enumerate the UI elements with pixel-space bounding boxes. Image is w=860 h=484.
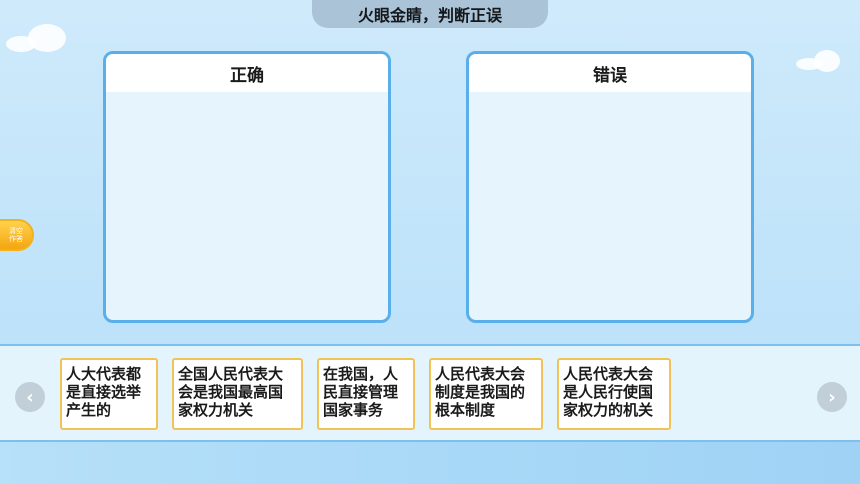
correct-panel-header: 正确 <box>106 54 388 92</box>
wrong-panel-body[interactable] <box>469 92 751 320</box>
cloud-left-decoration-2 <box>28 24 66 52</box>
clear-button-label-line2: 作答 <box>9 235 23 243</box>
statement-card-2[interactable]: 全国人民代表大会是我国最高国家权力机关 <box>172 358 303 430</box>
statement-card-1[interactable]: 人大代表都是直接选举产生的 <box>60 358 158 430</box>
wrong-panel-title: 错误 <box>593 65 627 86</box>
statement-card-3[interactable]: 在我国，人民直接管理国家事务 <box>317 358 415 430</box>
statement-card-text: 人民代表大会制度是我国的根本制度 <box>435 365 526 419</box>
correct-panel-title: 正确 <box>230 65 264 86</box>
statement-card-text: 人民代表大会是人民行使国家权力的机关 <box>563 365 654 419</box>
correct-drop-zone[interactable]: 正确 <box>103 51 391 323</box>
wrong-drop-zone[interactable]: 错误 <box>466 51 754 323</box>
cloud-right-decoration-2 <box>814 50 840 72</box>
statement-card-text: 人大代表都是直接选举产生的 <box>66 365 142 419</box>
bottom-band-decoration <box>0 442 860 484</box>
correct-panel-body[interactable] <box>106 92 388 320</box>
statement-card-4[interactable]: 人民代表大会制度是我国的根本制度 <box>429 358 543 430</box>
clear-answers-button[interactable]: 清空 作答 <box>0 219 34 251</box>
statement-card-5[interactable]: 人民代表大会是人民行使国家权力的机关 <box>557 358 671 430</box>
next-arrow-button[interactable]: › <box>817 382 847 412</box>
clear-button-label-line1: 清空 <box>9 227 23 235</box>
page-title: 火眼金睛，判断正误 <box>312 0 548 28</box>
page-title-text: 火眼金睛，判断正误 <box>357 6 502 25</box>
chevron-right-icon: › <box>828 386 836 408</box>
prev-arrow-button[interactable]: ‹ <box>15 382 45 412</box>
chevron-left-icon: ‹ <box>26 386 34 408</box>
statement-card-text: 全国人民代表大会是我国最高国家权力机关 <box>178 365 284 419</box>
wrong-panel-header: 错误 <box>469 54 751 92</box>
statement-card-text: 在我国，人民直接管理国家事务 <box>323 365 399 419</box>
